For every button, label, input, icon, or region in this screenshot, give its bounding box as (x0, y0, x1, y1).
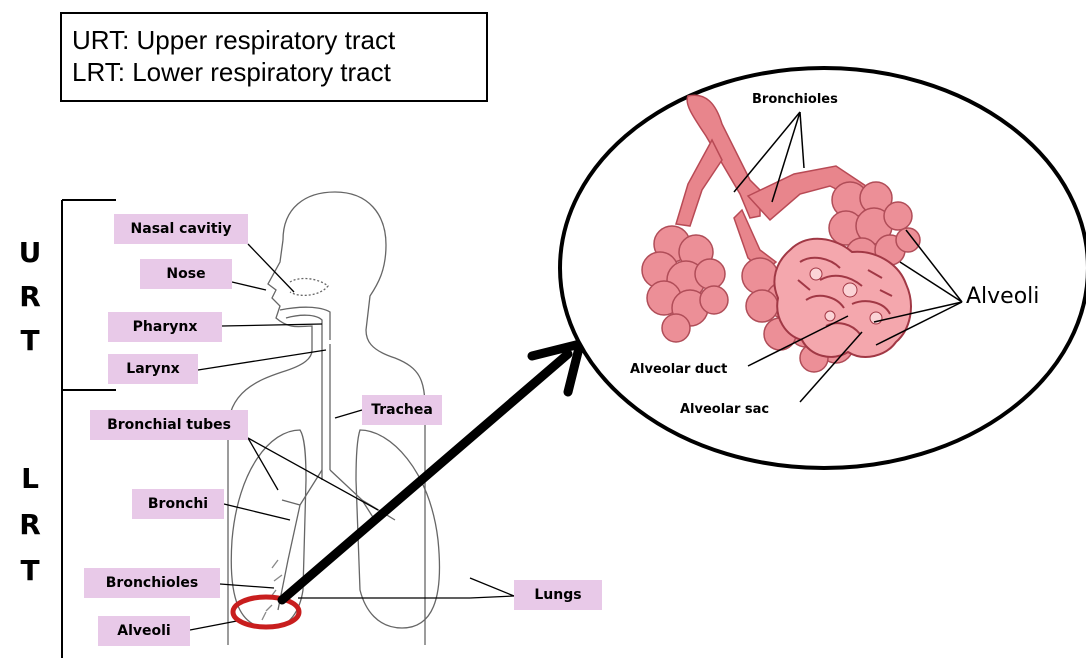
label-larynx: Larynx (108, 354, 198, 384)
mag-label-bronchioles: Bronchioles (752, 92, 838, 107)
label-alveoli: Alveoli (98, 616, 190, 646)
mag-label-alveolar-duct: Alveolar duct (630, 362, 727, 377)
urt-letter-u: U (16, 236, 44, 269)
label-lungs: Lungs (514, 580, 602, 610)
mag-label-alveolar-sac: Alveolar sac (680, 402, 769, 417)
label-bronchi: Bronchi (132, 489, 224, 519)
lrt-letter-r: R (16, 508, 44, 541)
urt-letter-t: T (16, 324, 44, 357)
mag-label-alveoli: Alveoli (966, 284, 1039, 309)
lrt-letter-l: L (16, 462, 44, 495)
label-trachea: Trachea (362, 395, 442, 425)
label-bronchial-tubes: Bronchial tubes (90, 410, 248, 440)
label-nasal-cavity: Nasal cavitiy (114, 214, 248, 244)
urt-letter-r: R (16, 280, 44, 313)
label-bronchioles: Bronchioles (84, 568, 220, 598)
label-nose: Nose (140, 259, 232, 289)
label-pharynx: Pharynx (108, 312, 222, 342)
magnified-view (560, 68, 1086, 468)
zoom-arrow (282, 344, 580, 600)
lrt-letter-t: T (16, 554, 44, 587)
